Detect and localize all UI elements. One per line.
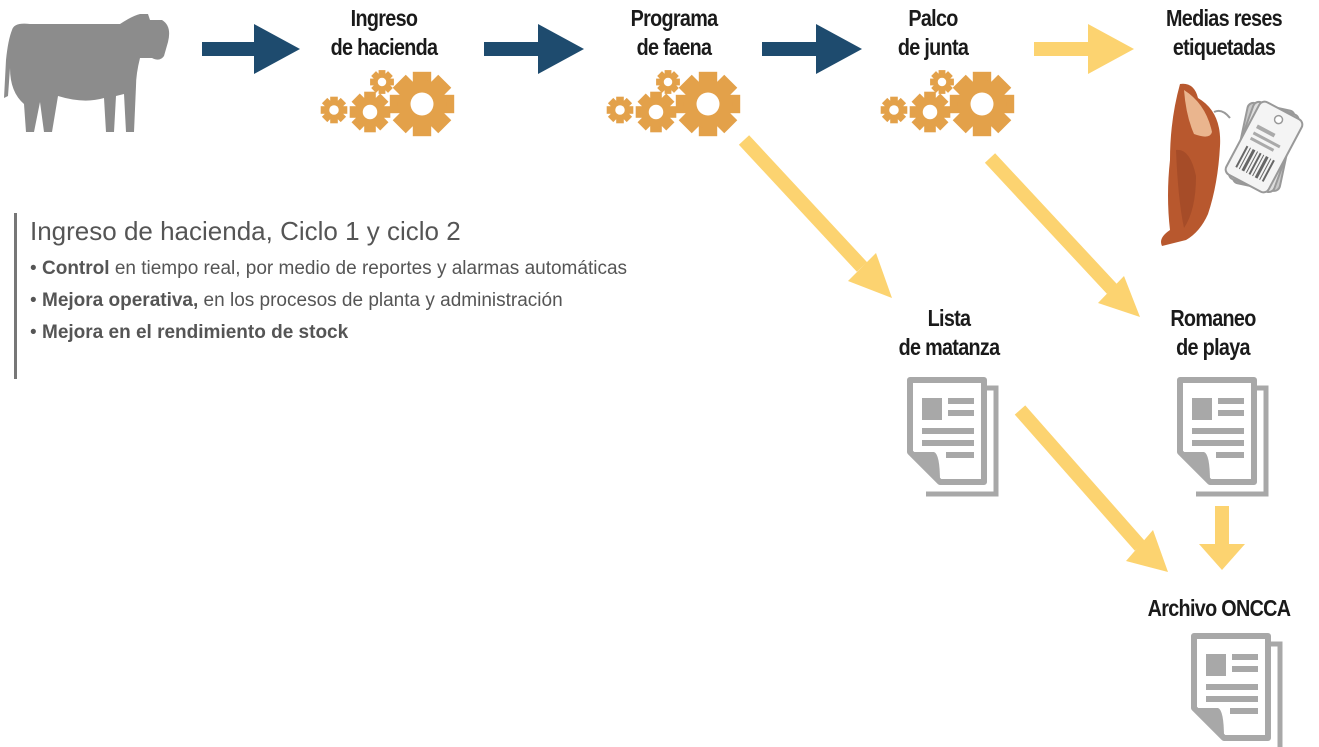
document-icon-archivo xyxy=(1194,636,1280,747)
step-romaneo-line2: de playa xyxy=(1176,334,1250,360)
step-lista-line2: de matanza xyxy=(898,334,1001,360)
info-item: Mejora en el rendimiento de stock xyxy=(30,317,714,349)
step-medias-line1: Medias reses xyxy=(1165,5,1283,31)
arrow-programa-to-lista xyxy=(738,135,892,298)
arrow-palco-to-romaneo xyxy=(984,153,1140,317)
step-label-lista: Lista de matanza xyxy=(885,304,1014,362)
meat-carcass-tag-icon xyxy=(1161,83,1304,247)
step-label-palco: Palco de junta xyxy=(864,4,1002,62)
step-palco-line1: Palco xyxy=(908,5,958,31)
info-list: Control en tiempo real, por medio de rep… xyxy=(30,253,714,349)
step-lista-line1: Lista xyxy=(927,305,971,331)
step-label-archivo: Archivo ONCCA xyxy=(1137,594,1300,623)
arrow-cow-to-ingreso xyxy=(202,24,300,74)
step-programa-line1: Programa xyxy=(630,5,719,31)
arrow-ingreso-to-programa xyxy=(484,24,584,74)
info-item: Mejora operativa, en los procesos de pla… xyxy=(30,285,714,317)
step-label-programa: Programa de faena xyxy=(605,4,743,62)
info-item-text: en los procesos de planta y administraci… xyxy=(198,290,563,311)
arrow-palco-to-medias xyxy=(1034,24,1134,74)
gears-icon-programa xyxy=(607,70,741,136)
info-item-bold: Control xyxy=(42,258,110,279)
document-icon-lista xyxy=(910,380,996,494)
step-label-medias: Medias reses etiquetadas xyxy=(1147,4,1302,62)
info-item-text: en tiempo real, por medio de reportes y … xyxy=(109,258,628,279)
step-ingreso-line1: Ingreso xyxy=(350,5,418,31)
info-item-bold: Mejora en el rendimiento de stock xyxy=(42,322,349,343)
step-ingreso-line2: de hacienda xyxy=(330,34,438,60)
arrow-programa-to-palco xyxy=(762,24,862,74)
step-label-romaneo: Romaneo de playa xyxy=(1149,304,1278,362)
info-box: Ingreso de hacienda, Ciclo 1 y ciclo 2 C… xyxy=(14,213,714,379)
arrow-romaneo-to-archivo xyxy=(1199,506,1245,570)
info-item-bold: Mejora operativa, xyxy=(42,290,199,311)
step-label-ingreso: Ingreso de hacienda xyxy=(315,4,453,62)
step-archivo-line1: Archivo ONCCA xyxy=(1147,595,1291,621)
info-title: Ingreso de hacienda, Ciclo 1 y ciclo 2 xyxy=(30,216,461,246)
step-palco-line2: de junta xyxy=(897,34,969,60)
step-medias-line2: etiquetadas xyxy=(1172,34,1276,60)
cow-icon xyxy=(4,14,170,132)
info-item: Control en tiempo real, por medio de rep… xyxy=(30,253,714,285)
step-romaneo-line1: Romaneo xyxy=(1170,305,1256,331)
gears-icon-palco xyxy=(881,70,1015,136)
arrow-lista-to-archivo xyxy=(1014,405,1168,572)
step-programa-line2: de faena xyxy=(636,34,712,60)
document-icon-romaneo xyxy=(1180,380,1266,494)
gears-icon-ingreso xyxy=(321,70,455,136)
